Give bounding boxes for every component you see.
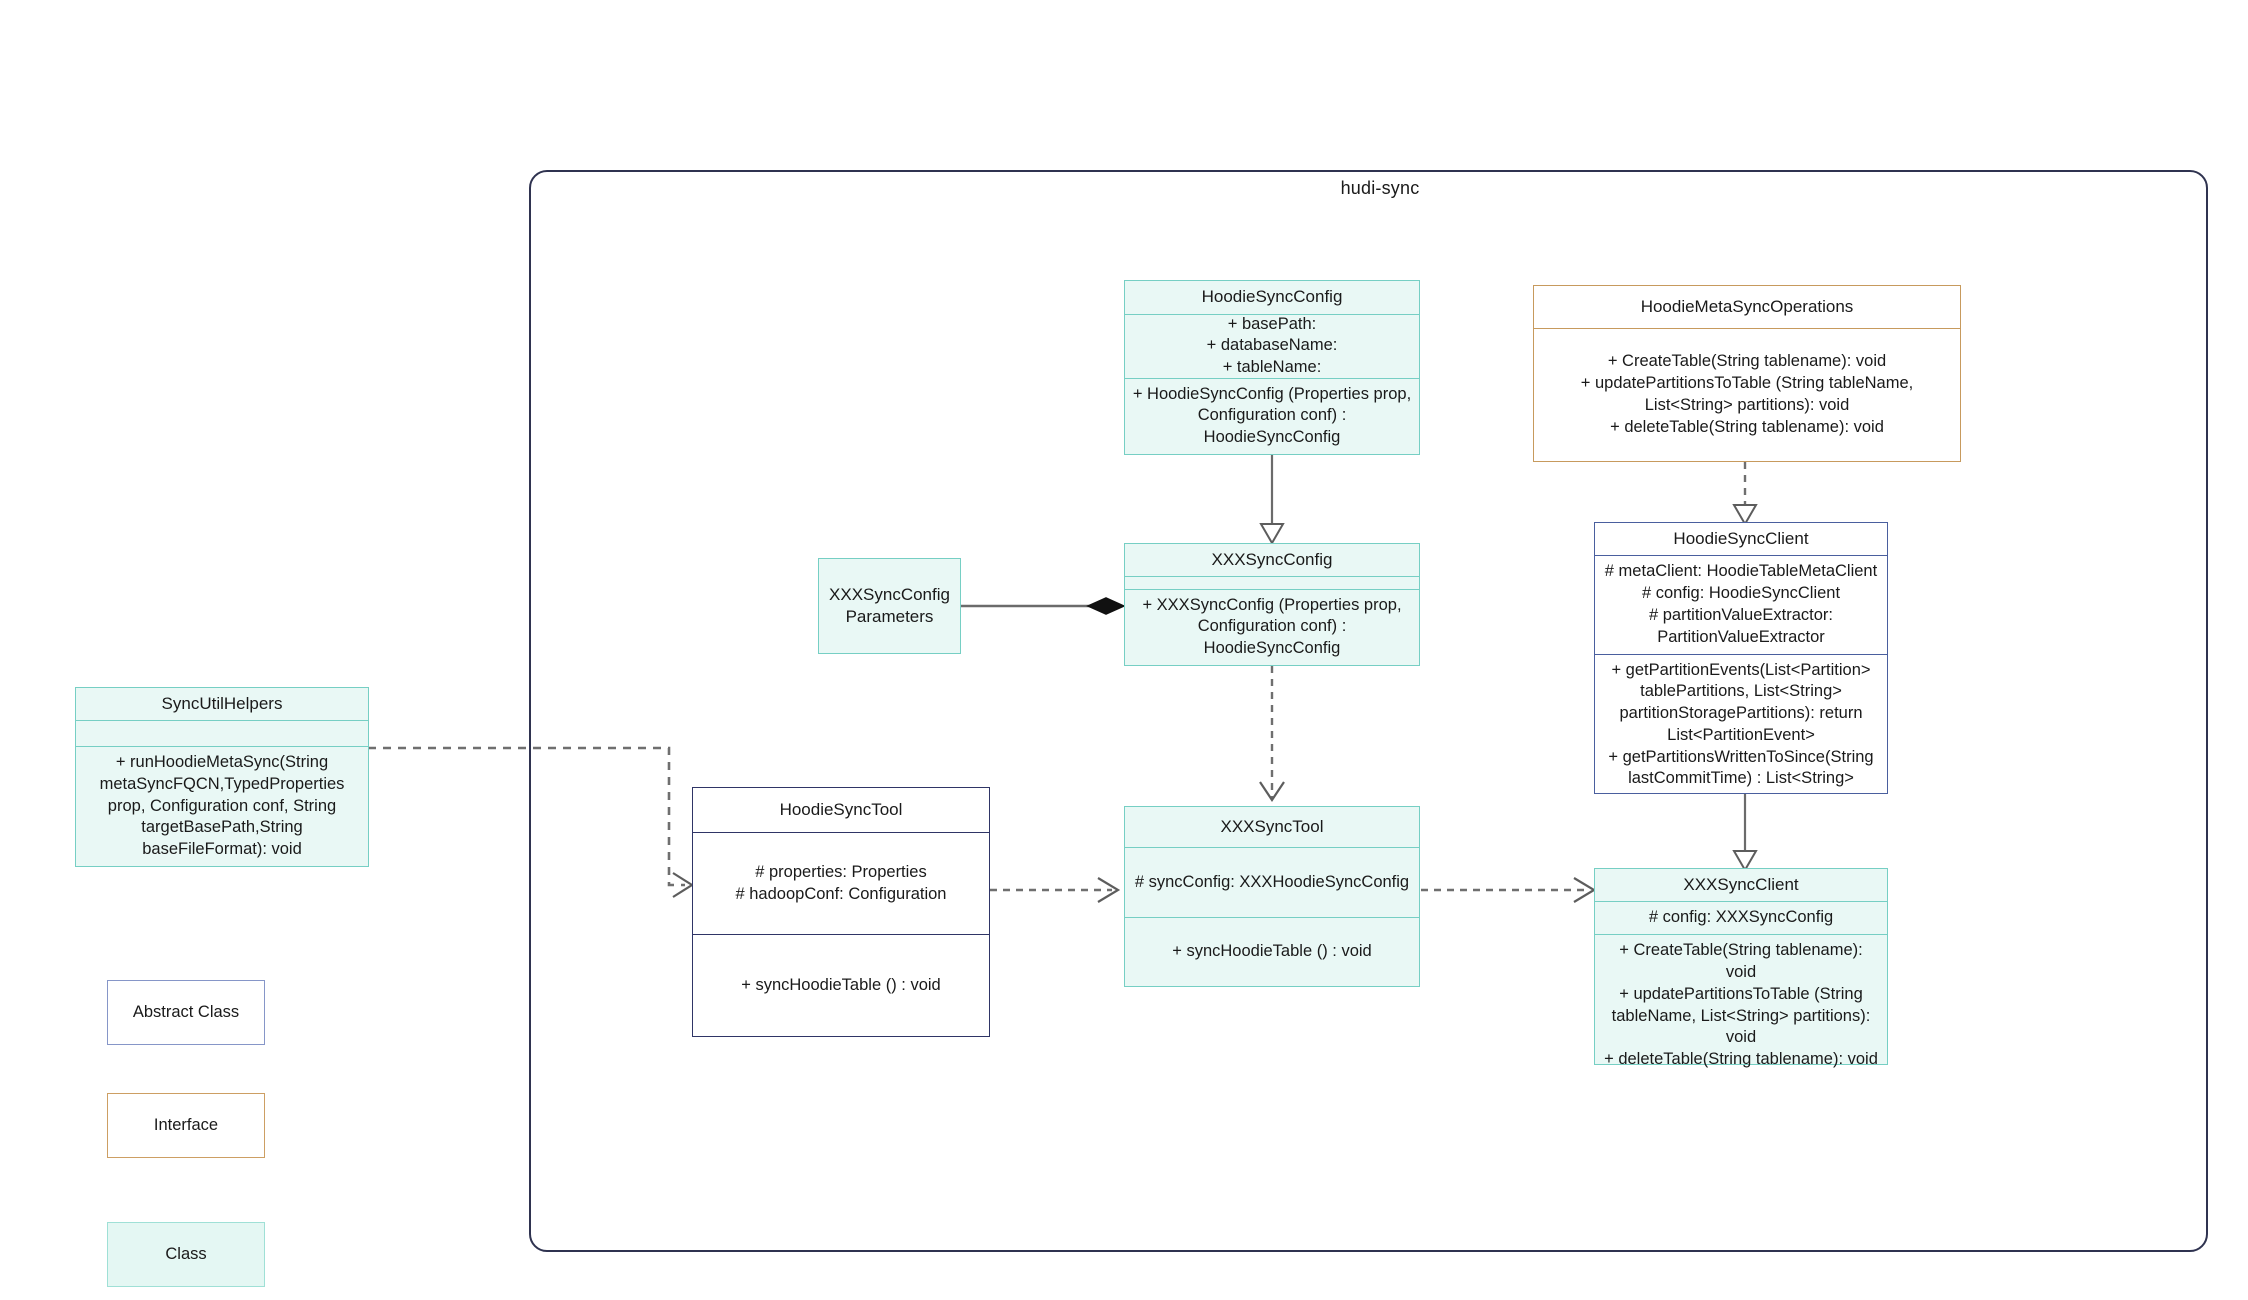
- class-name-xxx-sync-config: XXXSyncConfig: [1211, 550, 1333, 569]
- class-attributes-xxx-sync-tool: # syncConfig: XXXHoodieSyncConfig: [1125, 847, 1419, 917]
- class-methods-sync-util-helpers: + runHoodieMetaSync(String metaSyncFQCN,…: [76, 746, 368, 866]
- class-name-hoodie-sync-tool: HoodieSyncTool: [779, 799, 903, 819]
- class-box-hoodie-sync-client[interactable]: HoodieSyncClient # metaClient: HoodieTab…: [1594, 522, 1888, 794]
- legend-interface-label: Interface: [153, 1116, 219, 1134]
- class-box-xxx-sync-config-parameters[interactable]: XXXSyncConfigParameters: [818, 558, 961, 654]
- class-box-hoodie-sync-config[interactable]: HoodieSyncConfig + basePath: + databaseN…: [1124, 280, 1420, 455]
- class-name-xxx-sync-client: XXXSyncClient: [1683, 875, 1799, 894]
- class-box-xxx-sync-tool[interactable]: XXXSyncTool # syncConfig: XXXHoodieSyncC…: [1124, 806, 1420, 987]
- legend-abstract-class: Abstract Class: [107, 980, 265, 1045]
- package-hudi-sync: [529, 170, 2208, 1252]
- class-name-hoodie-sync-client: HoodieSyncClient: [1673, 529, 1809, 548]
- class-attributes-hoodie-sync-tool: # properties: Properties # hadoopConf: C…: [693, 832, 989, 934]
- class-attributes-xxx-sync-config: [1125, 576, 1419, 588]
- class-methods-hoodie-sync-config: + HoodieSyncConfig (Properties prop, Con…: [1125, 377, 1419, 454]
- class-methods-xxx-sync-client: + CreateTable(String tablename): void + …: [1595, 934, 1887, 1076]
- class-methods-xxx-sync-config: + XXXSyncConfig (Properties prop, Config…: [1125, 588, 1419, 665]
- legend-class-label: Class: [165, 1245, 207, 1263]
- class-box-sync-util-helpers[interactable]: SyncUtilHelpers + runHoodieMetaSync(Stri…: [75, 687, 369, 867]
- class-name-xxx-sync-config-parameters: XXXSyncConfigParameters: [829, 584, 950, 626]
- legend-class: Class: [107, 1222, 265, 1287]
- class-box-xxx-sync-client[interactable]: XXXSyncClient # config: XXXSyncConfig + …: [1594, 868, 1888, 1068]
- class-name-xxx-sync-tool: XXXSyncTool: [1220, 816, 1324, 836]
- class-methods-hoodie-sync-client: + getPartitionEvents(List<Partition> tab…: [1595, 653, 1887, 796]
- legend-interface: Interface: [107, 1093, 265, 1158]
- package-title: hudi-sync: [1340, 178, 1420, 198]
- class-attributes-xxx-sync-client: # config: XXXSyncConfig: [1595, 901, 1887, 934]
- class-methods-xxx-sync-tool: + syncHoodieTable () : void: [1125, 917, 1419, 986]
- class-attributes-hoodie-sync-client: # metaClient: HoodieTableMetaClient # co…: [1595, 555, 1887, 653]
- class-box-hoodie-sync-tool[interactable]: HoodieSyncTool # properties: Properties …: [692, 787, 990, 1037]
- class-methods-hoodie-meta-sync-operations: + CreateTable(String tablename): void + …: [1534, 328, 1960, 461]
- class-name-sync-util-helpers: SyncUtilHelpers: [161, 694, 283, 713]
- class-methods-hoodie-sync-tool: + syncHoodieTable () : void: [693, 934, 989, 1036]
- legend-abstract-class-label: Abstract Class: [132, 1003, 240, 1021]
- class-name-hoodie-sync-config: HoodieSyncConfig: [1201, 287, 1343, 307]
- class-attributes-sync-util-helpers: [76, 720, 368, 746]
- class-box-hoodie-meta-sync-operations[interactable]: HoodieMetaSyncOperations + CreateTable(S…: [1533, 285, 1961, 462]
- class-box-xxx-sync-config[interactable]: XXXSyncConfig + XXXSyncConfig (Propertie…: [1124, 543, 1420, 666]
- class-name-hoodie-meta-sync-operations: HoodieMetaSyncOperations: [1640, 296, 1854, 316]
- class-attributes-hoodie-sync-config: + basePath: + databaseName: + tableName:: [1125, 313, 1419, 378]
